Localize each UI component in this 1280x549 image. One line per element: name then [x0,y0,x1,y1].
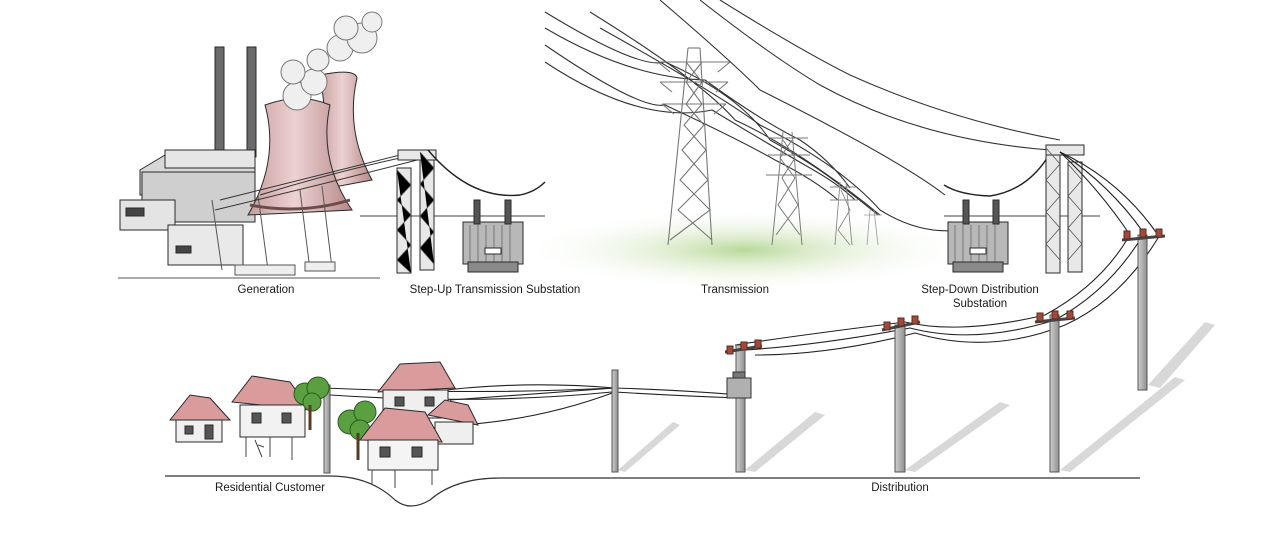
label-distribution: Distribution [860,481,940,495]
label-step-up-substation: Step-Up Transmission Substation [405,283,585,297]
label-transmission: Transmission [690,283,780,297]
power-plant-illustration [118,12,428,278]
label-generation: Generation [215,283,317,297]
label-step-down-substation: Step-Down Distribution Substation [915,283,1045,311]
step-up-substation-illustration [360,150,545,273]
sky-glow [110,0,1110,28]
label-residential-customer: Residential Customer [205,481,335,495]
